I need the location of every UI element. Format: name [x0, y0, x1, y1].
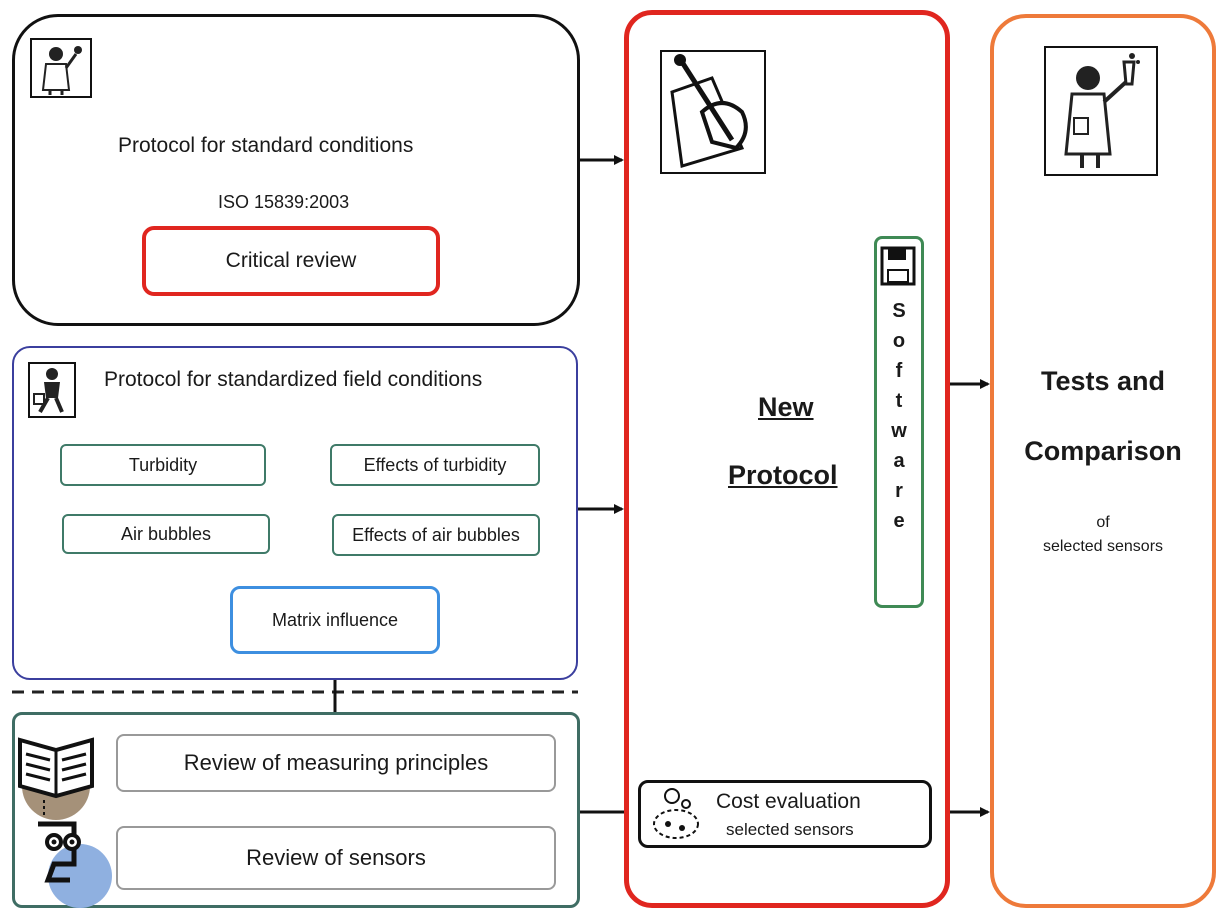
air-bubbles-box: Air bubbles — [62, 514, 270, 554]
new-protocol-line1: New — [758, 392, 814, 422]
tests-line4: selected sensors — [1042, 538, 1164, 555]
floppy-disk-icon — [880, 246, 916, 286]
software-letter: r — [895, 480, 903, 502]
critical-review-label: Critical review — [225, 249, 357, 272]
new-protocol-line2: Protocol — [728, 460, 838, 490]
person-thinking-icon — [28, 818, 112, 908]
cost-icon — [646, 784, 702, 844]
lab-scientist-icon — [1044, 46, 1158, 176]
effects-turbidity-box: Effects of turbidity — [330, 444, 540, 486]
book-icon — [14, 728, 98, 820]
software-letter: e — [893, 510, 905, 532]
tests-line2: Comparison — [1024, 436, 1182, 466]
scientist-icon — [30, 38, 92, 98]
review-sensors-box: Review of sensors — [116, 826, 556, 890]
standard-protocol-title: Protocol for standard conditions — [118, 134, 414, 157]
field-worker-icon — [28, 362, 76, 418]
air-bubbles-label: Air bubbles — [120, 523, 212, 544]
tests-line3: of — [1096, 514, 1110, 531]
effects-turbidity-label: Effects of turbidity — [363, 454, 507, 475]
software-letter: f — [895, 360, 903, 382]
measuring-principles-label: Review of measuring principles — [183, 750, 489, 775]
cost-evaluation-subtitle: selected sensors — [726, 820, 854, 839]
review-sensors-label: Review of sensors — [246, 845, 426, 870]
cost-evaluation-title: Cost evaluation — [716, 790, 861, 813]
matrix-influence-label: Matrix influence — [271, 609, 399, 630]
iso-label: ISO 15839:2003 — [218, 192, 350, 212]
software-label: S o f t w a r e — [874, 296, 924, 536]
software-letter: o — [892, 330, 906, 352]
matrix-influence-box: Matrix influence — [230, 586, 440, 654]
critical-review-box: Critical review — [142, 226, 440, 296]
software-letter: w — [891, 420, 907, 442]
field-protocol-title: Protocol for standardized field conditio… — [104, 368, 483, 391]
effects-air-bubbles-label: Effects of air bubbles — [352, 524, 520, 545]
turbidity-box: Turbidity — [60, 444, 266, 486]
turbidity-label: Turbidity — [128, 454, 198, 475]
writing-hand-icon — [660, 50, 766, 174]
software-box — [874, 236, 924, 608]
software-letter: S — [892, 300, 906, 322]
tests-line1: Tests and — [1040, 366, 1166, 396]
effects-air-bubbles-box: Effects of air bubbles — [332, 514, 540, 556]
software-letter: t — [895, 390, 903, 412]
measuring-principles-box: Review of measuring principles — [116, 734, 556, 792]
software-letter: a — [893, 450, 905, 472]
